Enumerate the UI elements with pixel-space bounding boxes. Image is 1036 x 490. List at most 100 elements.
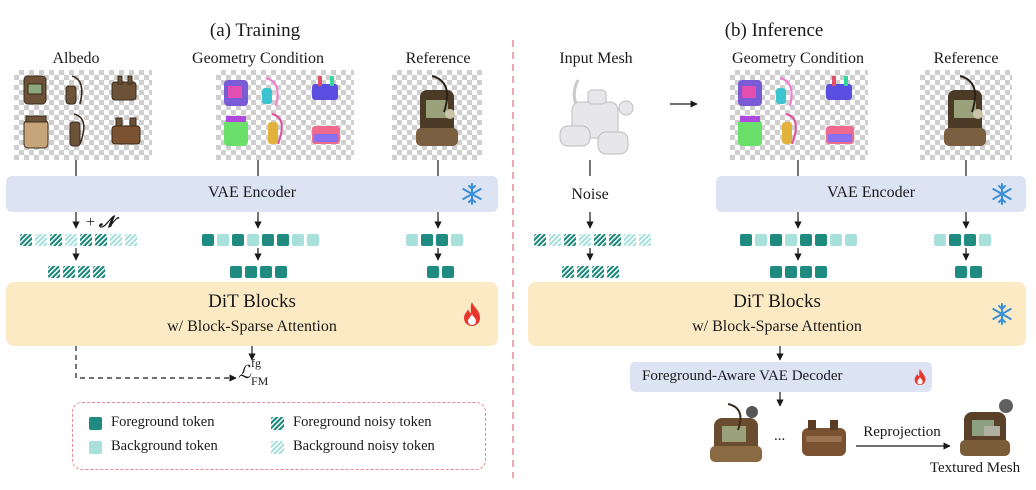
token-fg xyxy=(202,234,214,246)
token-fg-noisy xyxy=(594,234,606,246)
token-fg xyxy=(230,266,242,278)
geometry-condition-label: Geometry Condition xyxy=(192,50,324,67)
token-fg xyxy=(262,234,274,246)
albedo-image-grid xyxy=(14,70,152,160)
foreground-aware-vae-decoder: Foreground-Aware VAE Decoder xyxy=(630,362,932,392)
token-fg-noisy xyxy=(609,234,621,246)
token-fg xyxy=(815,266,827,278)
token-fg-noisy xyxy=(95,234,107,246)
inference-geometry-image-grid xyxy=(730,70,868,160)
inference-encoder-label: VAE Encoder xyxy=(826,184,916,201)
legend-bg-token: Background token xyxy=(111,438,218,454)
albedo-views xyxy=(23,75,141,149)
token-fg xyxy=(427,266,439,278)
token-fg-noisy xyxy=(534,234,546,246)
token-fg xyxy=(815,234,827,246)
token-fg xyxy=(770,234,782,246)
token-fg xyxy=(245,266,257,278)
token-fg xyxy=(421,234,433,246)
token-fg xyxy=(260,266,272,278)
token-fg xyxy=(232,234,244,246)
noise-plus: + xyxy=(86,214,96,231)
inference-dit-title: DiT Blocks xyxy=(733,291,821,312)
geometry-condition-views xyxy=(224,76,340,146)
token-fg-noisy xyxy=(607,266,619,278)
textured-mesh-render xyxy=(960,399,1013,456)
token-fg xyxy=(770,266,782,278)
training-vae-encoder: VAE Encoder xyxy=(6,176,498,212)
token-bg-noisy xyxy=(110,234,122,246)
inference-vae-encoder: VAE Encoder xyxy=(716,176,1026,212)
token-bg xyxy=(451,234,463,246)
albedo-label: Albedo xyxy=(52,50,100,67)
inference-dit-blocks: DiT Blocks w/ Block-Sparse Attention xyxy=(528,282,1026,346)
token-bg-noisy xyxy=(549,234,561,246)
training-dit-title: DiT Blocks xyxy=(208,291,296,312)
token-fg-noisy xyxy=(78,266,90,278)
geometry-condition-image-grid xyxy=(216,70,354,160)
token-bg xyxy=(979,234,991,246)
fire-icon xyxy=(464,302,480,326)
inference-reference-render xyxy=(944,75,986,146)
training-title: (a) Training xyxy=(209,20,301,41)
loss-symbol: ℒ xyxy=(238,362,251,382)
loss-superscript: fg xyxy=(251,356,261,370)
token-fg xyxy=(955,266,967,278)
token-fg xyxy=(275,266,287,278)
token-bg xyxy=(830,234,842,246)
token-fg xyxy=(800,234,812,246)
token-bg-noisy xyxy=(125,234,137,246)
token-fg xyxy=(800,266,812,278)
decoder-label: Foreground-Aware VAE Decoder xyxy=(642,368,843,384)
noise-addition-label: + 𝓝 xyxy=(86,214,114,232)
token-bg xyxy=(307,234,319,246)
noise-symbol: 𝓝 xyxy=(99,214,115,231)
flow-matching-loss: ℒ fg FM xyxy=(238,356,268,388)
token-bg xyxy=(406,234,418,246)
input-mesh-render xyxy=(559,79,634,155)
output-view-1 xyxy=(710,403,762,462)
textured-mesh-label: Textured Mesh xyxy=(929,460,1021,476)
token-fg-noisy xyxy=(63,266,75,278)
legend-fg-swatch xyxy=(89,417,102,430)
legend-fg-token: Foreground token xyxy=(111,414,215,430)
training-encoder-label: VAE Encoder xyxy=(207,184,297,201)
reference-label: Reference xyxy=(405,50,471,67)
reference-render xyxy=(416,75,458,146)
inference-geometry-views xyxy=(738,76,854,146)
token-fg-noisy xyxy=(93,266,105,278)
reference-image xyxy=(392,70,482,160)
snowflake-icon xyxy=(462,183,482,205)
token-bg-noisy xyxy=(35,234,47,246)
inference-title: (b) Inference xyxy=(724,20,824,41)
token-bg xyxy=(785,234,797,246)
training-dit-subtitle: w/ Block-Sparse Attention xyxy=(167,318,337,335)
inference-geometry-label: Geometry Condition xyxy=(732,50,864,67)
token-bg-noisy xyxy=(639,234,651,246)
token-legend: Foreground token Background token Foregr… xyxy=(72,402,486,470)
token-bg xyxy=(845,234,857,246)
token-fg xyxy=(964,234,976,246)
token-fg-noisy xyxy=(564,234,576,246)
noise-label: Noise xyxy=(571,186,609,203)
token-bg xyxy=(755,234,767,246)
token-bg xyxy=(247,234,259,246)
snowflake-icon xyxy=(992,303,1012,325)
token-fg-noisy xyxy=(20,234,32,246)
token-bg xyxy=(934,234,946,246)
token-fg xyxy=(277,234,289,246)
legend-bg-noisy-token: Background noisy token xyxy=(293,438,435,454)
token-fg-noisy xyxy=(592,266,604,278)
legend-fg-noisy-token: Foreground noisy token xyxy=(293,414,432,430)
token-fg-noisy xyxy=(80,234,92,246)
output-view-2 xyxy=(802,420,846,456)
legend-bg-noisy-swatch xyxy=(271,441,284,454)
snowflake-icon xyxy=(992,183,1012,205)
inference-reference-label: Reference xyxy=(933,50,999,67)
token-bg-noisy xyxy=(65,234,77,246)
token-fg-noisy xyxy=(562,266,574,278)
token-bg xyxy=(292,234,304,246)
token-fg-noisy xyxy=(50,234,62,246)
inference-dit-subtitle: w/ Block-Sparse Attention xyxy=(692,318,862,335)
token-fg xyxy=(785,266,797,278)
